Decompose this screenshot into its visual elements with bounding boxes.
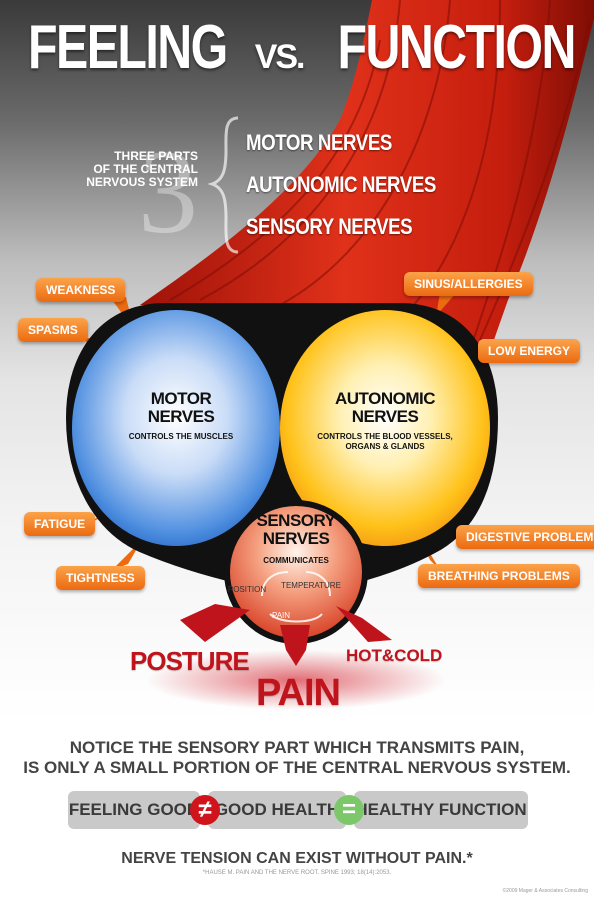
cord-fibers — [169, 0, 591, 381]
title-function: FUNCTION — [336, 13, 576, 82]
sensory-note: NOTICE THE SENSORY PART WHICH TRANSMITS … — [23, 738, 571, 777]
nerve-tension-text: NERVE TENSION CAN EXIST WITHOUT PAIN.* — [121, 850, 473, 867]
posture-label: POSTURE — [130, 646, 250, 676]
callout-digestive: DIGESTIVE PROBLEMS — [456, 525, 594, 549]
motor-section — [72, 310, 280, 546]
pain-arrows — [180, 604, 392, 666]
motor-subtitle: CONTROLS THE MUSCLES — [128, 432, 234, 441]
nerve-type-motor: MOTOR NERVES — [246, 130, 392, 155]
nerve-cord — [140, 0, 594, 420]
brace — [207, 116, 239, 254]
feeling-good-pill: FEELING GOOD — [68, 791, 200, 829]
autonomic-subtitle: CONTROLS THE BLOOD VESSELS, ORGANS & GLA… — [317, 432, 453, 451]
nerve-type-sensory: SENSORY NERVES — [246, 214, 413, 239]
copyright: ©2009 Mager & Associates Consulting — [502, 888, 588, 894]
sensory-temperature: TEMPERATURE — [281, 581, 341, 590]
callout-weakness: WEAKNESS — [36, 278, 126, 302]
three-numeral: 3 — [138, 125, 198, 258]
callout-breathing: BREATHING PROBLEMS — [418, 564, 580, 588]
three-parts-label: THREE PARTS OF THE CENTRAL NERVOUS SYSTE… — [86, 149, 198, 189]
callout-fatigue: FATIGUE — [24, 512, 96, 536]
callout-spasms: SPASMS — [18, 318, 88, 342]
nerve-type-autonomic: AUTONOMIC NERVES — [246, 172, 436, 197]
good-health-pill: GOOD HEALTH — [208, 791, 346, 829]
not-equal-icon: ≠ — [190, 795, 220, 825]
title-vs: VS. — [254, 38, 306, 76]
sensory-cycle — [261, 571, 331, 623]
sensory-position: POSITION — [227, 585, 267, 594]
healthy-function-pill: HEALTHY FUNCTION — [354, 791, 528, 829]
autonomic-section — [280, 310, 490, 546]
motor-title: MOTOR NERVES — [147, 389, 215, 426]
sensory-section — [230, 506, 362, 638]
sensory-subtitle: COMMUNICATES — [263, 556, 329, 565]
callout-sinus: SINUS/ALLERGIES — [404, 272, 533, 296]
pain-label: PAIN — [256, 672, 341, 714]
equal-icon: = — [334, 795, 364, 825]
hotcold-label: HOT&COLD — [346, 646, 443, 665]
title-feeling: FEELING — [28, 13, 228, 82]
page-title: FEELING VS. FUNCTION — [0, 12, 594, 83]
sensory-pain: PAIN — [271, 611, 291, 620]
pain-glow — [146, 650, 446, 710]
autonomic-title: AUTONOMIC NERVES — [334, 389, 436, 426]
sensory-title: SENSORY NERVES — [256, 511, 336, 548]
callout-low-energy: LOW ENERGY — [478, 339, 581, 363]
callout-tightness: TIGHTNESS — [56, 566, 145, 590]
citation: *HAUSE M. PAIN AND THE NERVE ROOT. SPINE… — [202, 870, 392, 876]
